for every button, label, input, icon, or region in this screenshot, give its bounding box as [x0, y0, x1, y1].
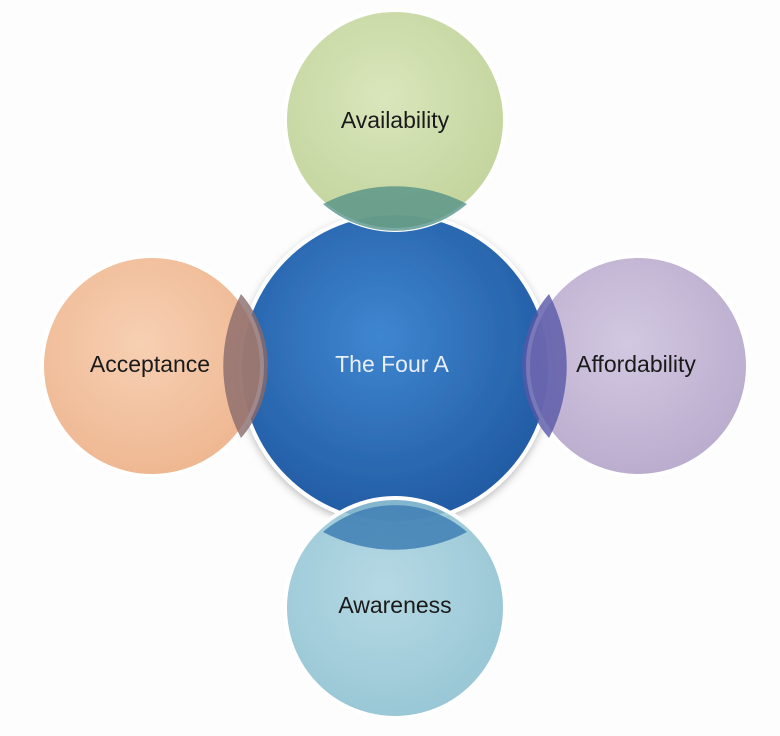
availability-label: Availability	[341, 107, 450, 133]
acceptance-label: Acceptance	[90, 351, 210, 377]
awareness-label: Awareness	[338, 592, 451, 618]
overlap-left	[223, 294, 268, 438]
awareness-circle	[283, 496, 507, 720]
overlap-bottom	[323, 505, 467, 550]
overlap-right	[522, 294, 567, 438]
center-label: The Four A	[335, 351, 449, 377]
affordability-label: Affordability	[576, 351, 696, 377]
overlap-top	[323, 186, 467, 231]
